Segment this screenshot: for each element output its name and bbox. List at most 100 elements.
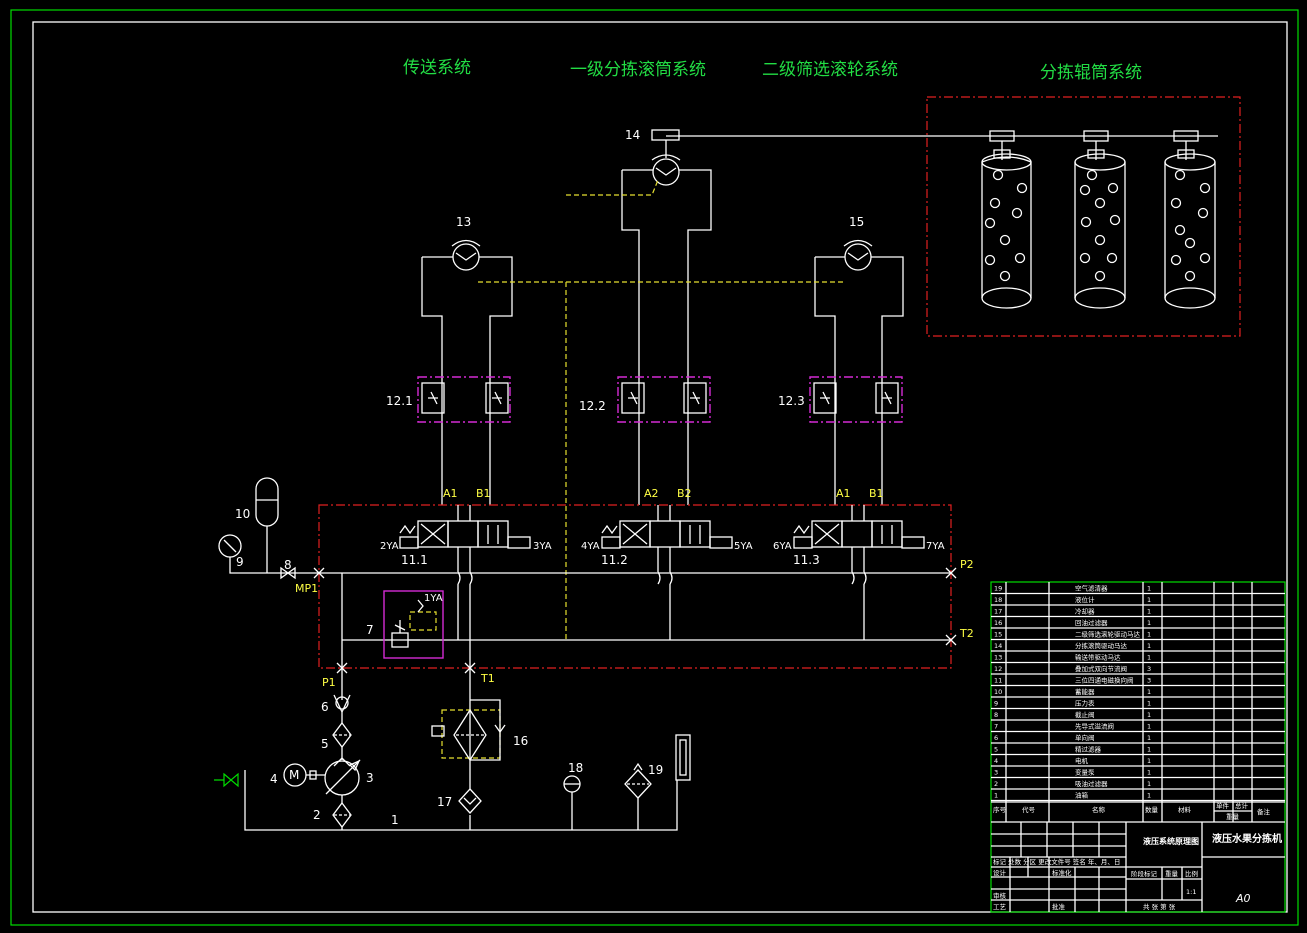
parts-row-name: 空气滤清器 xyxy=(1075,584,1108,593)
tb-sheets: 共 张 第 张 xyxy=(1143,902,1176,911)
parts-row-qty: 1 xyxy=(1147,654,1151,662)
parts-row-name: 油箱 xyxy=(1075,791,1089,800)
directional-valve-11-3 xyxy=(793,505,925,585)
parts-row-name: 吸油过滤器 xyxy=(1075,779,1108,788)
outer-frame xyxy=(10,9,1299,926)
tb-header-total: 总计 xyxy=(1235,801,1249,810)
label-12-3: 12.3 xyxy=(778,394,805,408)
tb-approve: 批准 xyxy=(1052,902,1066,911)
parts-row-qty: 1 xyxy=(1147,792,1151,800)
parts-row-qty: 1 xyxy=(1147,780,1151,788)
roller-3 xyxy=(1164,130,1216,309)
parts-row-name: 精过滤器 xyxy=(1075,745,1102,754)
label-11-3: 11.3 xyxy=(793,553,820,567)
parts-row-qty: 1 xyxy=(1147,642,1151,650)
tank-1 xyxy=(244,770,678,831)
parts-row-name: 液位计 xyxy=(1075,595,1095,604)
tb-header-code: 代号 xyxy=(1022,805,1036,814)
stop-valve-8 xyxy=(280,566,296,580)
parts-row-no: 15 xyxy=(994,631,1002,639)
solenoid-2ya: 2YA xyxy=(380,541,399,552)
parts-row-qty: 1 xyxy=(1147,757,1151,765)
parts-row-name: 电机 xyxy=(1075,756,1089,765)
label-5: 5 xyxy=(321,737,329,751)
accumulator-10 xyxy=(255,477,279,573)
tb-header-unit: 单件 xyxy=(1216,801,1230,810)
parts-row-no: 9 xyxy=(994,700,998,708)
drain-valve xyxy=(214,772,239,788)
label-19: 19 xyxy=(648,763,663,777)
label-7: 7 xyxy=(366,623,374,637)
relief-valve-7 xyxy=(383,590,444,659)
label-12-2: 12.2 xyxy=(579,399,606,413)
tb-product-name: 液压水果分拣机 xyxy=(1212,832,1282,845)
check-valve-6 xyxy=(333,694,351,714)
air-filter-19 xyxy=(624,762,652,799)
parts-row-qty: 1 xyxy=(1147,585,1151,593)
port-b1-left: B1 xyxy=(476,487,491,500)
tb-scale: 1:1 xyxy=(1186,888,1196,896)
directional-valve-11-1 xyxy=(399,505,531,585)
tb-header-seq: 序号 xyxy=(993,805,1007,814)
motor-14 xyxy=(621,129,712,505)
parts-row-qty: 1 xyxy=(1147,608,1151,616)
branch-lines xyxy=(341,573,865,790)
parts-row-no: 11 xyxy=(994,677,1002,685)
solenoid-6ya: 6YA xyxy=(773,541,792,552)
tb-header-material: 材料 xyxy=(1178,805,1192,814)
label-3: 3 xyxy=(366,771,374,785)
sight-glass-inner xyxy=(679,739,687,776)
label-6: 6 xyxy=(321,700,329,714)
label-12-1: 12.1 xyxy=(386,394,413,408)
parts-row-no: 13 xyxy=(994,654,1002,662)
tb-review: 审核 xyxy=(993,891,1007,900)
port-mp1: MP1 xyxy=(295,582,318,595)
sight-glass xyxy=(675,734,691,781)
tb-header-weight: 重量 xyxy=(1226,813,1240,821)
throttle-valve-12-2 xyxy=(617,376,711,423)
parts-row-no: 16 xyxy=(994,619,1002,627)
parts-row-qty: 3 xyxy=(1147,677,1151,685)
tb-standardize: 标准化 xyxy=(1052,868,1072,877)
parts-row-qty: 1 xyxy=(1147,700,1151,708)
variable-pump-3 xyxy=(324,757,361,803)
solenoid-1ya: 1YA xyxy=(424,593,443,604)
parts-row-qty: 3 xyxy=(1147,665,1151,673)
label-10: 10 xyxy=(235,507,250,521)
solenoid-5ya: 5YA xyxy=(734,541,753,552)
tb-drawing-name: 液压系统原理图 xyxy=(1143,836,1199,846)
parts-row-no: 18 xyxy=(994,596,1002,604)
tb-weight-label: 重量 xyxy=(1165,870,1179,878)
motor-13 xyxy=(421,239,513,505)
parts-row-qty: 1 xyxy=(1147,619,1151,627)
throttle-valve-12-1 xyxy=(417,376,511,423)
label-16: 16 xyxy=(513,734,528,748)
parts-row-qty: 1 xyxy=(1147,688,1151,696)
tb-header-remark: 备注 xyxy=(1257,807,1271,816)
port-a1-right: A1 xyxy=(836,487,851,500)
title-conveying: 传送系统 xyxy=(403,58,471,78)
label-1: 1 xyxy=(391,813,399,827)
suction-filter-2 xyxy=(332,801,352,829)
parts-row-no: 5 xyxy=(994,746,998,754)
parts-row-name: 二级筛选滚轮驱动马达 xyxy=(1075,630,1141,639)
tb-scale-label: 比例 xyxy=(1185,869,1198,878)
inner-frame xyxy=(32,21,1288,913)
roller-2 xyxy=(1074,130,1126,309)
parts-row-no: 3 xyxy=(994,769,998,777)
level-gauge-18 xyxy=(563,775,581,793)
parts-row-name: 叠加式双向节流阀 xyxy=(1075,664,1127,673)
tb-stage-mark: 阶段标记 xyxy=(1131,869,1158,878)
parts-row-name: 三位四通电磁换向阀 xyxy=(1075,676,1134,685)
directional-valve-11-2 xyxy=(601,505,733,585)
label-17: 17 xyxy=(437,795,452,809)
pilot-lines xyxy=(478,179,844,640)
port-p1: P1 xyxy=(322,676,336,689)
cooler-17 xyxy=(458,788,482,814)
roller-group-box xyxy=(926,96,1241,337)
parts-row-name: 冷却器 xyxy=(1075,607,1095,616)
parts-row-name: 变量泵 xyxy=(1075,768,1095,777)
parts-row-qty: 1 xyxy=(1147,631,1151,639)
